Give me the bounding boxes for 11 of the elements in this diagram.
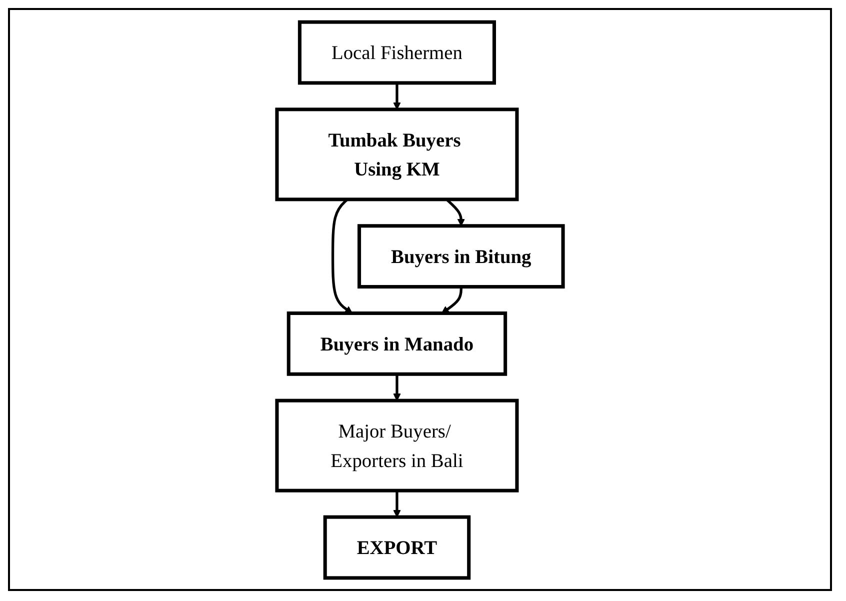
node-box	[275, 107, 519, 201]
node-box	[358, 224, 565, 288]
arrow	[393, 374, 401, 400]
frame-border: Local Fishermen Tumbak Buyers Using KM Buyers in Bitung Buyers in Manado Major Buyers/ Exporters in Bali EXPORT	[8, 8, 832, 591]
node-box	[323, 514, 471, 580]
node-box	[275, 398, 519, 492]
node-box	[286, 310, 508, 376]
arrow	[393, 82, 401, 110]
node-box	[298, 20, 496, 84]
arrow	[393, 490, 401, 517]
arrow	[441, 286, 462, 314]
